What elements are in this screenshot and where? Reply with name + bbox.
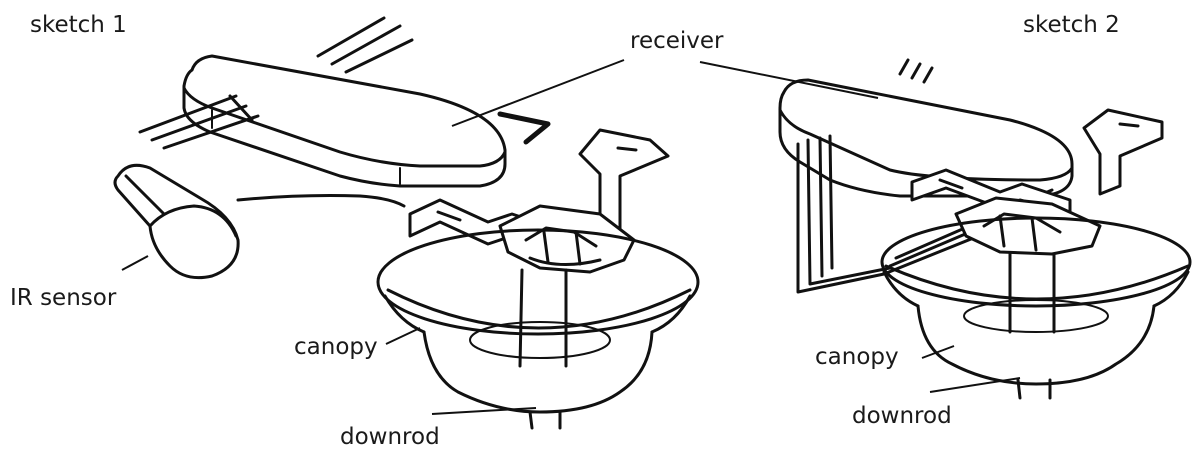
ir-sensor-label: IR sensor <box>10 285 117 311</box>
direction-arrow <box>497 111 551 145</box>
sketch-1-drawing <box>113 16 700 430</box>
downrod-leader-1 <box>431 407 537 415</box>
receiver-leader-1 <box>451 59 625 127</box>
receiver-leader-2 <box>699 61 879 99</box>
downrod-1-shaft <box>518 268 568 430</box>
receiver-1-box <box>182 54 507 188</box>
sketch-2-title: sketch 2 <box>1023 12 1120 38</box>
canopy-label-1: canopy <box>294 334 378 360</box>
hub-assembly-2 <box>954 196 1102 256</box>
sketch-1-title: sketch 1 <box>30 12 127 38</box>
ir-sensor-1 <box>113 163 406 280</box>
receiver-1-top-wires <box>316 16 414 74</box>
sketch-2-drawing <box>699 58 1192 400</box>
downrod-label-1: downrod <box>340 424 440 450</box>
downrod-2-shaft <box>1008 252 1056 400</box>
downrod-label-2: downrod <box>852 403 952 429</box>
canopy-1 <box>376 228 700 414</box>
ir-sensor-leader <box>121 255 149 271</box>
canopy-leader-1 <box>385 327 421 345</box>
receiver-1-left-wires <box>138 94 260 150</box>
receiver-2-frame <box>796 134 892 294</box>
downrod-leader-2 <box>929 377 1021 393</box>
canopy-label-2: canopy <box>815 344 899 370</box>
receiver-label: receiver <box>630 28 724 54</box>
canopy-leader-2 <box>921 345 955 359</box>
canopy-2 <box>880 216 1192 386</box>
receiver-2-top-wires <box>898 58 934 84</box>
